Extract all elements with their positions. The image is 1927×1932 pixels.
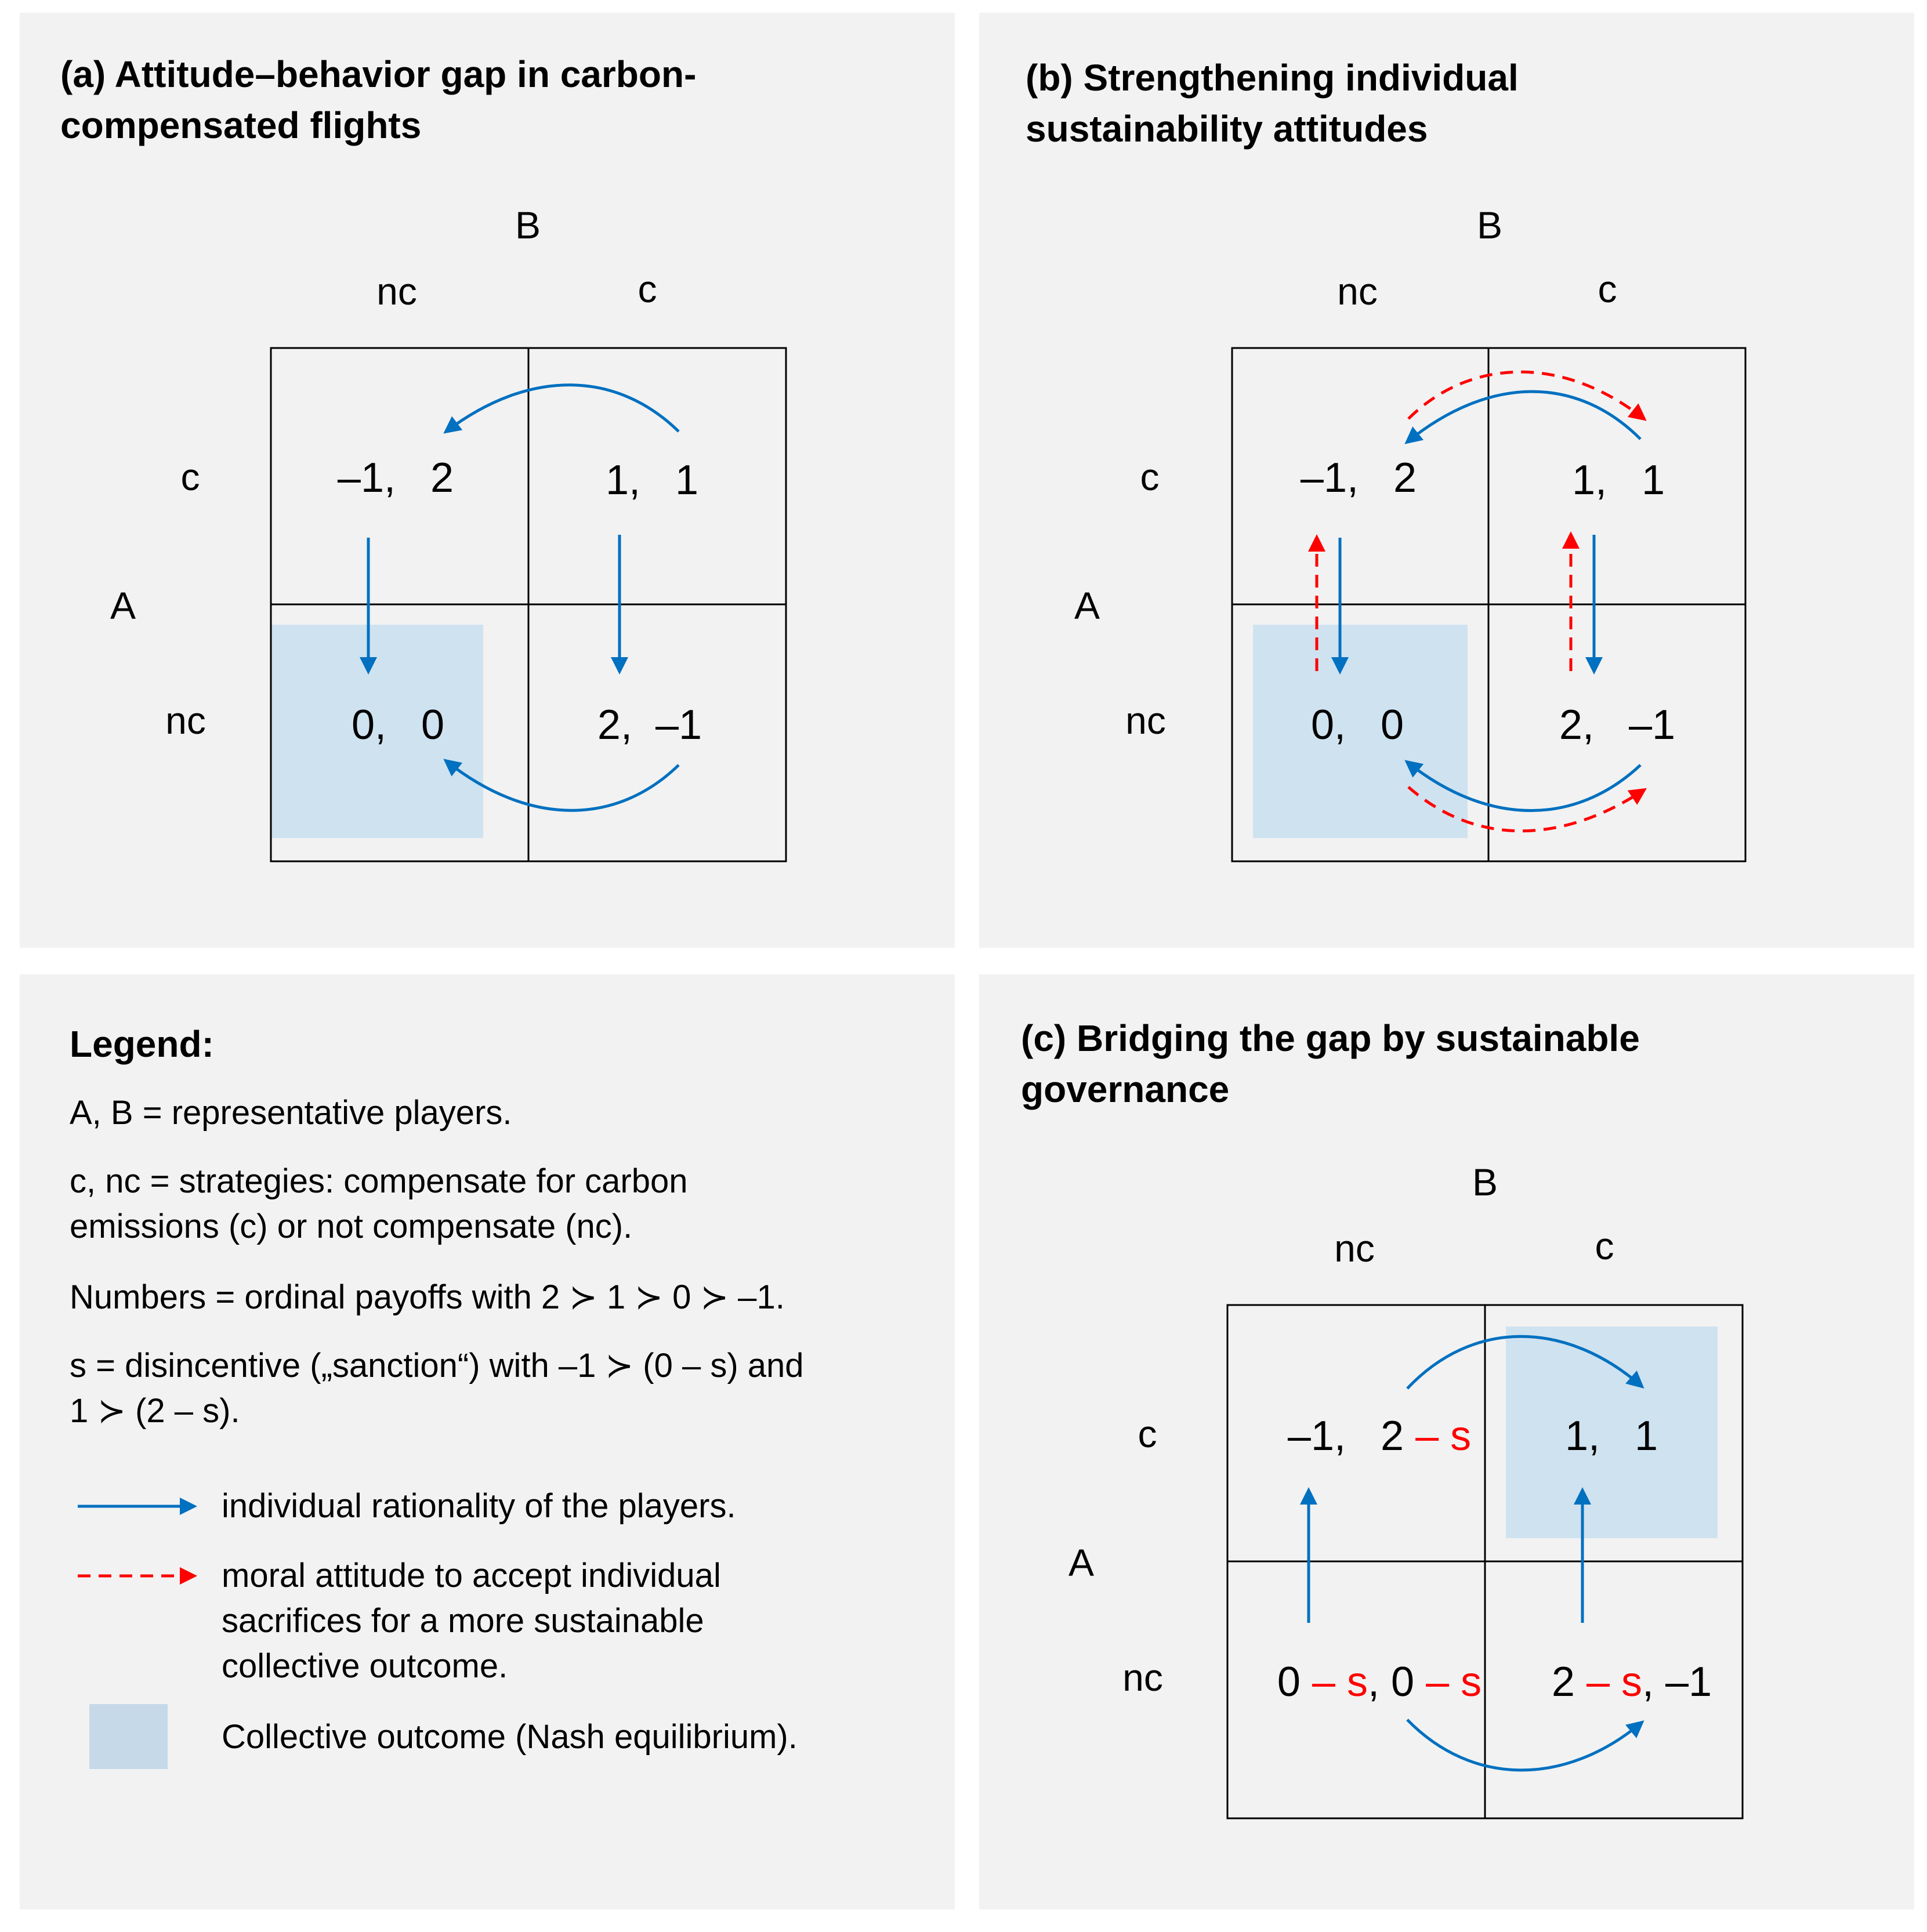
legend-nash-box-icon [89, 1704, 168, 1769]
row-label-c: c [1138, 1412, 1157, 1455]
col-label-nc: nc [1337, 270, 1378, 313]
player-a-label: A [1068, 1541, 1095, 1584]
payoff-c-c: 1, 1 [1564, 1413, 1658, 1459]
nash-equilibrium-box [1253, 625, 1468, 838]
legend-panel: Legend: A, B = representative players. c… [20, 974, 955, 1909]
player-b-label: B [515, 204, 541, 247]
panel-b: (b) Strengthening individual sustainabil… [979, 13, 1914, 948]
legend-title: Legend: [70, 1023, 214, 1065]
payoff-nc-nc: 0, 0 [351, 702, 445, 748]
blue-arrow-bottom [1404, 760, 1642, 812]
blue-arrow-top [443, 383, 680, 434]
payoff-matrix-a [270, 347, 787, 862]
red-dashed-arrow-top [1407, 370, 1647, 421]
row-label-c: c [180, 455, 200, 498]
col-label-c: c [1598, 267, 1617, 310]
col-label-nc: nc [376, 270, 417, 313]
sanction-term: – s [1586, 1659, 1643, 1705]
payoff-c-nc: –1, 2 [1300, 455, 1417, 501]
payoff-nc-c: 2 – s, –1 [1551, 1659, 1712, 1705]
nash-equilibrium-box [1506, 1326, 1718, 1538]
panel-c: (c) Bridging the gap by sustainable gove… [979, 974, 1914, 1909]
panel-a: (a) Attitude–behavior gap in carbon- com… [20, 13, 955, 948]
blue-arrow-top [1406, 1335, 1645, 1390]
payoff-c-nc: –1, 2 [337, 455, 454, 501]
payoff-c-c: 1, 1 [1571, 457, 1665, 503]
legend-symbols [78, 1498, 197, 1769]
blue-arrow-top [1404, 390, 1642, 444]
player-b-label: B [1472, 1161, 1498, 1204]
legend-blue-arrow-text: individual rationality of the players. [222, 1487, 736, 1525]
payoff-nc-c: 2, –1 [1559, 702, 1676, 748]
payoff-c-c: 1, 1 [605, 457, 699, 503]
payoff-matrix-c [1226, 1304, 1744, 1819]
payoff-c-nc: –1, 2 – s [1287, 1413, 1472, 1459]
payoff-nc-nc: 0 – s, 0 – s [1277, 1659, 1482, 1705]
legend-players: A, B = representative players. [70, 1094, 512, 1132]
row-label-nc: nc [165, 699, 206, 742]
col-label-c: c [637, 267, 657, 310]
legend-sanction: s = disincentive („sanction“) with –1 ≻ … [70, 1347, 804, 1430]
col-label-c: c [1595, 1224, 1614, 1267]
row-label-nc: nc [1122, 1656, 1163, 1699]
player-a-label: A [1074, 584, 1100, 627]
player-b-label: B [1476, 204, 1503, 247]
red-dashed-arrow-bottom [1407, 786, 1647, 833]
row-label-c: c [1140, 455, 1160, 498]
panel-c-title: (c) Bridging the gap by sustainable gove… [1021, 1017, 1640, 1110]
payoff-nc-nc: 0, 0 [1310, 702, 1404, 748]
payoff-nc-c: 2, –1 [597, 702, 702, 748]
legend-strategies: c, nc = strategies: compensate for carbo… [70, 1162, 688, 1245]
legend-box-text: Collective outcome (Nash equilibrium). [222, 1718, 798, 1756]
blue-arrow-bottom [443, 759, 680, 812]
blue-arrow-bottom [1406, 1719, 1645, 1772]
row-label-nc: nc [1125, 699, 1166, 742]
col-label-nc: nc [1334, 1227, 1375, 1270]
payoff-matrix-b [1231, 347, 1747, 862]
nash-equilibrium-box [271, 625, 483, 838]
legend-red-arrow-text: moral attitude to accept individual sacr… [222, 1557, 721, 1685]
panel-b-title: (b) Strengthening individual sustainabil… [1026, 57, 1519, 150]
legend-numbers: Numbers = ordinal payoffs with 2 ≻ 1 ≻ 0… [70, 1278, 785, 1316]
sanction-term: – s [1426, 1659, 1482, 1705]
player-a-label: A [110, 584, 136, 627]
sanction-term: – s [1415, 1413, 1472, 1459]
panel-a-title: (a) Attitude–behavior gap in carbon- com… [60, 53, 697, 146]
sanction-term: – s [1312, 1659, 1368, 1705]
